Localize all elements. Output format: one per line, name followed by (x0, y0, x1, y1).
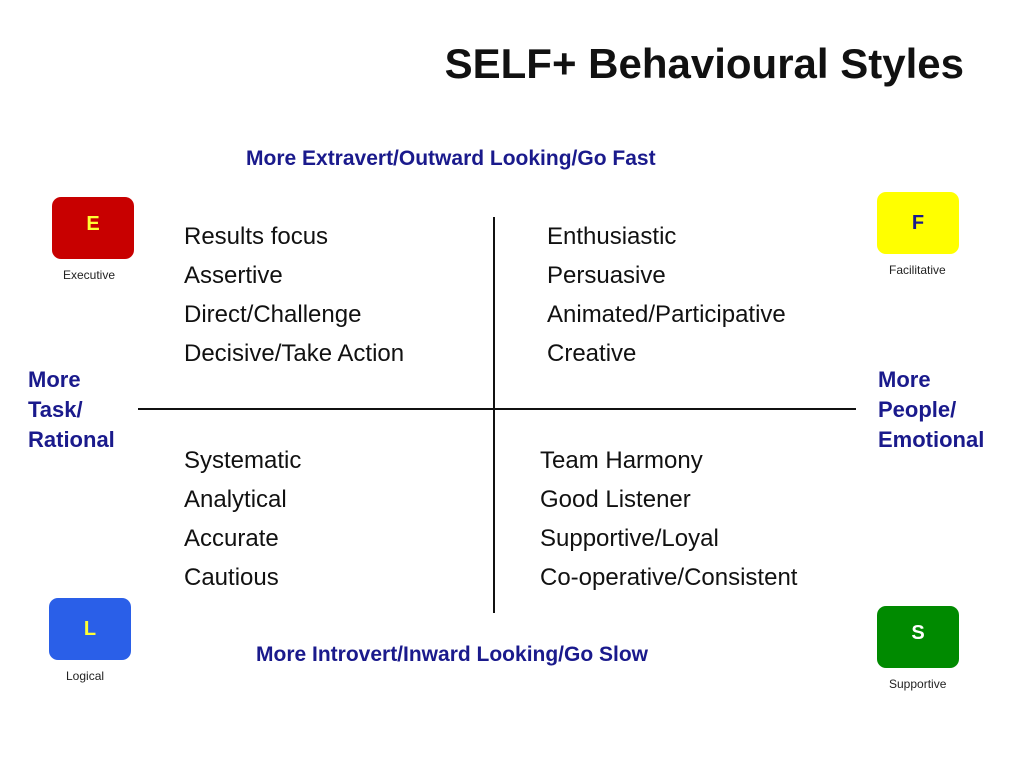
quadrant-item: Accurate (184, 525, 279, 552)
vertical-divider (493, 217, 495, 613)
supportive-badge: S (877, 606, 959, 668)
page-title: SELF+ Behavioural Styles (444, 40, 964, 87)
quadrant-item: Creative (547, 340, 637, 367)
quadrant-item: Persuasive (547, 262, 666, 289)
quadrant-bottom-left: Systematic Analytical Accurate Cautious (184, 441, 301, 597)
axis-label-right-line: More (878, 367, 931, 392)
axis-label-bottom: More Introvert/Inward Looking/Go Slow (256, 643, 649, 666)
quadrant-item: Results focus (184, 223, 329, 250)
axis-label-left: More Task/ Rational (28, 365, 115, 455)
logical-badge: L (49, 598, 131, 660)
axis-label-top: More Extravert/Outward Looking/Go Fast (246, 147, 656, 170)
axis-label-left-line: More (28, 367, 81, 392)
quadrant-bottom-right: Team Harmony Good Listener Supportive/Lo… (540, 441, 797, 597)
quadrant-item: Team Harmony (540, 447, 703, 474)
quadrant-item: Supportive/Loyal (540, 525, 719, 552)
executive-caption: Executive (63, 268, 116, 282)
horizontal-divider (138, 408, 856, 410)
quadrant-item: Decisive/Take Action (184, 340, 405, 367)
axis-label-left-line: Task/ (28, 397, 83, 422)
quadrant-item: Good Listener (540, 486, 691, 513)
quadrant-item: Systematic (184, 447, 302, 474)
facilitative-caption: Facilitative (889, 263, 946, 277)
axis-label-right: More People/ Emotional (878, 365, 984, 455)
quadrant-item: Assertive (184, 262, 283, 289)
axis-label-right-line: Emotional (878, 427, 985, 452)
quadrant-item: Enthusiastic (547, 223, 677, 250)
supportive-caption: Supportive (889, 677, 947, 691)
facilitative-badge: F (877, 192, 959, 254)
executive-badge: E (52, 197, 134, 259)
quadrant-item: Direct/Challenge (184, 301, 362, 328)
axis-label-right-line: People/ (878, 397, 957, 422)
quadrant-item: Cautious (184, 564, 279, 591)
logical-caption: Logical (66, 669, 105, 683)
quadrant-top-left: Results focus Assertive Direct/Challenge… (184, 217, 404, 373)
quadrant-item: Co-operative/Consistent (540, 564, 798, 591)
quadrant-item: Analytical (184, 486, 287, 513)
quadrant-top-right: Enthusiastic Persuasive Animated/Partici… (547, 217, 786, 373)
axis-label-left-line: Rational (28, 427, 115, 452)
quadrant-item: Animated/Participative (547, 301, 786, 328)
